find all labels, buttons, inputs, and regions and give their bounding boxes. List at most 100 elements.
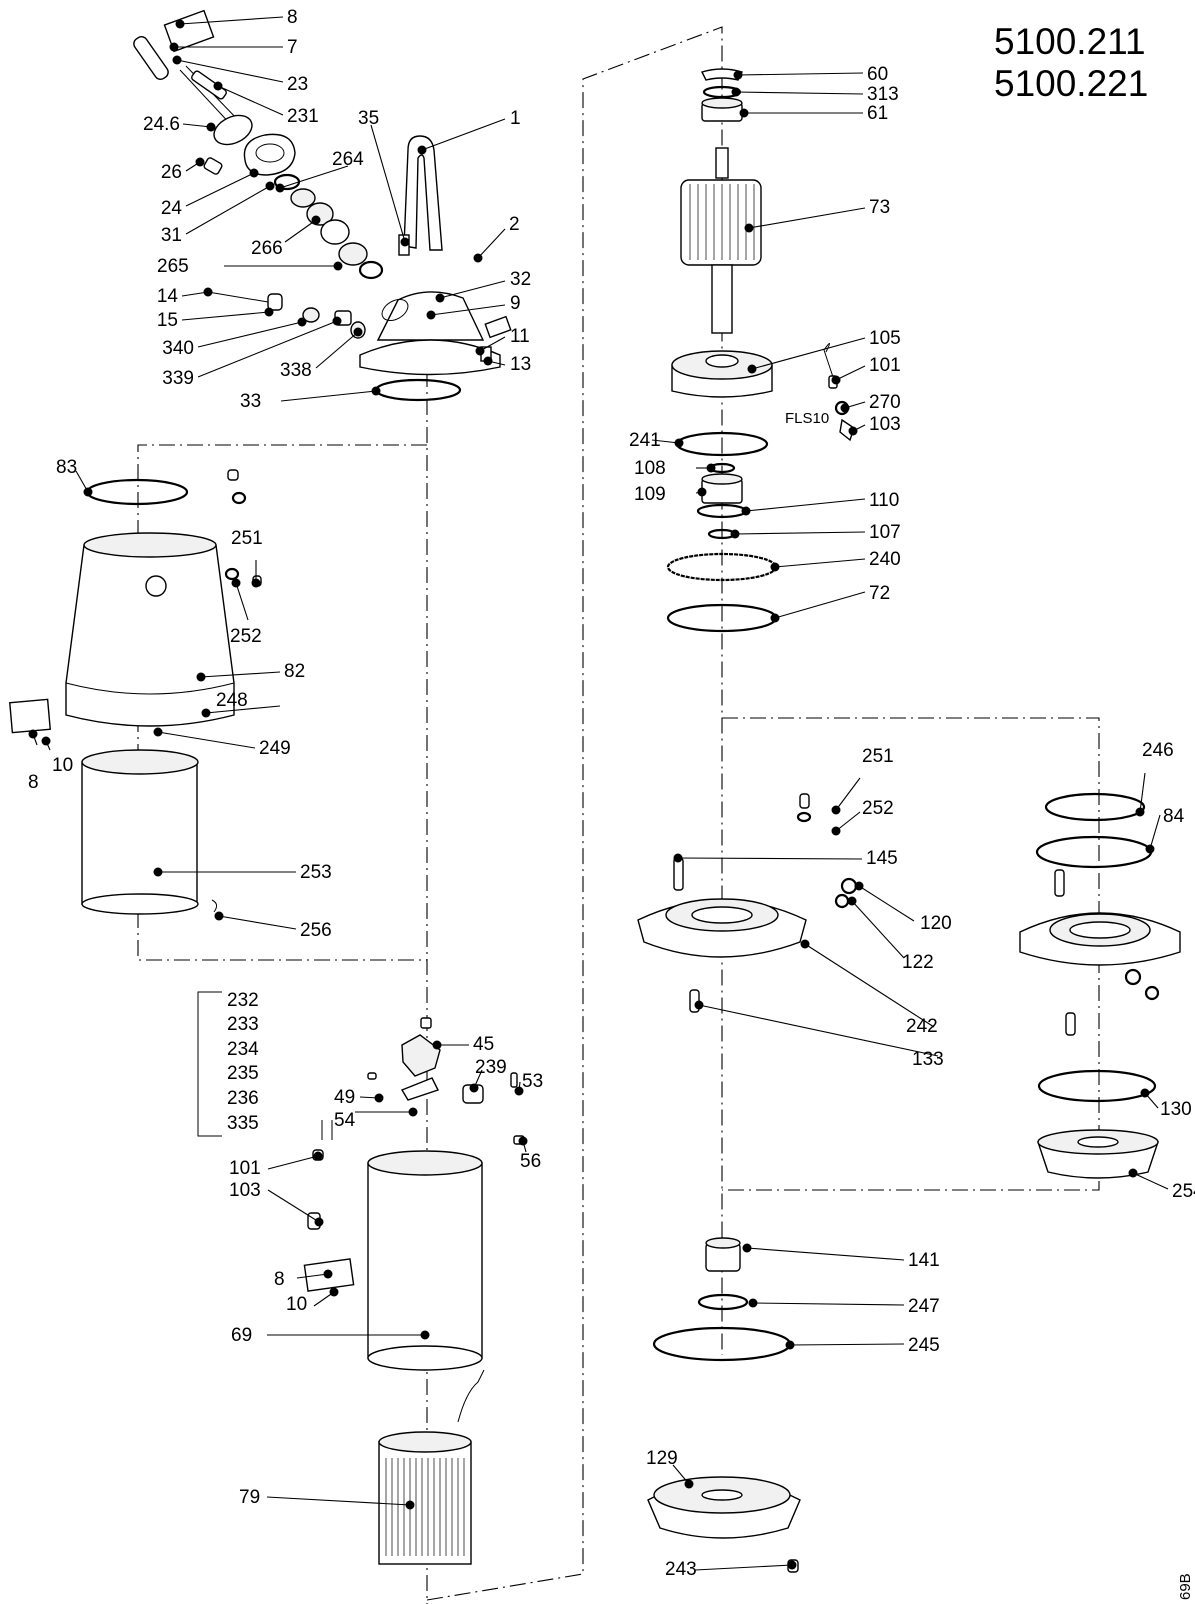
- callout-dot: [848, 426, 858, 436]
- callout-dot: [203, 287, 213, 297]
- part-callout-label: 339: [162, 368, 194, 389]
- callout-dot: [831, 826, 841, 836]
- part-callout-label: 1: [510, 108, 521, 129]
- part-callout-label: 79: [239, 1487, 260, 1508]
- callout-dot: [684, 1479, 694, 1489]
- callout-leader: [835, 365, 866, 381]
- stator-jacket-253: [81, 761, 198, 905]
- callout-dot: [153, 727, 163, 737]
- part-callout-label: 340: [162, 338, 194, 359]
- callout-dot: [417, 145, 427, 155]
- callout-dot: [1140, 1088, 1150, 1098]
- callout-leader: [751, 337, 866, 370]
- callout-leader: [284, 219, 317, 243]
- callout-leader: [479, 336, 506, 352]
- part-callout-label: 108: [634, 458, 666, 479]
- callout-dot: [195, 157, 205, 167]
- bracket-item: 233: [227, 1014, 259, 1035]
- callout-dot: [742, 1243, 752, 1253]
- part-callout-label: 101: [869, 355, 901, 376]
- callout-leader: [267, 1189, 320, 1223]
- part-callout-label: 11: [510, 326, 530, 347]
- part-callout-label: 133: [912, 1049, 944, 1070]
- callout-leader: [185, 185, 271, 235]
- bracket-item: 335: [227, 1113, 259, 1134]
- callout-leader: [858, 885, 915, 922]
- motor-housing-group: [9, 469, 262, 915]
- callout-leader: [746, 1247, 905, 1261]
- callout-leader: [205, 705, 281, 714]
- callout-leader: [280, 390, 377, 402]
- sensor-103: [839, 418, 855, 442]
- part-callout-label: 253: [300, 862, 332, 883]
- bolt-133-right: [1065, 1012, 1076, 1036]
- callout-dot: [41, 736, 51, 746]
- callout-leader: [698, 1004, 939, 1057]
- part-callout-label: 130: [1160, 1099, 1192, 1120]
- callout-dot: [426, 310, 436, 320]
- oring-33: [374, 378, 462, 402]
- callout-leader: [851, 900, 905, 959]
- part-callout-label: 252: [230, 626, 262, 647]
- callout-dot: [297, 317, 307, 327]
- callout-leader: [835, 777, 861, 811]
- part-callout-label: 242: [906, 1016, 938, 1037]
- part-callout-label: 9: [510, 293, 521, 314]
- ring-264a: [290, 188, 316, 208]
- callout-dot: [311, 215, 321, 225]
- nameplate-8-housing: [9, 698, 51, 734]
- callout-dot: [730, 529, 740, 539]
- part-callout-label: 53: [522, 1071, 543, 1092]
- part-callout-label: 245: [908, 1335, 940, 1356]
- part-callout-label: 120: [920, 913, 952, 934]
- screw-53: [510, 1072, 518, 1088]
- callout-dot: [213, 81, 223, 91]
- callout-dot: [739, 108, 749, 118]
- part-callout-label: 61: [867, 103, 888, 124]
- callout-leader: [694, 1564, 793, 1571]
- part-callout-label: 338: [280, 360, 312, 381]
- fls-label: FLS10: [785, 410, 829, 427]
- plate-54: [400, 1077, 439, 1101]
- part-callout-label: 145: [866, 848, 898, 869]
- callout-dot: [854, 881, 864, 891]
- wave-spring-60: [701, 68, 743, 81]
- callout-leader: [279, 165, 349, 189]
- cable-entry-group: [133, 9, 384, 280]
- part-callout-label: 13: [510, 354, 531, 375]
- callout-dot: [196, 672, 206, 682]
- callout-dot: [770, 562, 780, 572]
- callout-leader: [267, 1155, 319, 1170]
- callout-leader: [200, 671, 281, 678]
- part-callout-label: 251: [862, 746, 894, 767]
- callout-dot: [231, 578, 241, 588]
- part-callout-label: 31: [161, 225, 182, 246]
- part-callout-label: 249: [259, 738, 291, 759]
- ring-120: [840, 877, 858, 895]
- callout-dot: [831, 375, 841, 385]
- drawing-code: 69B: [1177, 1573, 1194, 1600]
- handle-1: [403, 135, 443, 251]
- seal-group-left: [303, 1017, 525, 1292]
- oring-83: [85, 478, 189, 506]
- part-callout-label: 33: [240, 391, 261, 412]
- callout-dot: [408, 1107, 418, 1117]
- part-callout-label: 270: [869, 392, 901, 413]
- callout-leader: [217, 85, 284, 116]
- callout-dot: [265, 181, 275, 191]
- part-callout-label: 32: [510, 269, 531, 290]
- part-callout-label: 265: [157, 256, 189, 277]
- part-callout-label: 109: [634, 484, 666, 505]
- callout-leader: [421, 118, 506, 151]
- part-callout-label: 110: [869, 490, 899, 511]
- winding-hatch: [385, 1458, 465, 1556]
- callout-dot: [201, 708, 211, 718]
- callout-dot: [748, 1298, 758, 1308]
- insert-266: [320, 219, 350, 245]
- callout-dot: [518, 1136, 528, 1146]
- callout-dot: [840, 403, 850, 413]
- callout-dot: [697, 487, 707, 497]
- part-callout-label: 8: [28, 772, 39, 793]
- part-callout-label: 73: [869, 197, 890, 218]
- callout-leader: [266, 1496, 411, 1506]
